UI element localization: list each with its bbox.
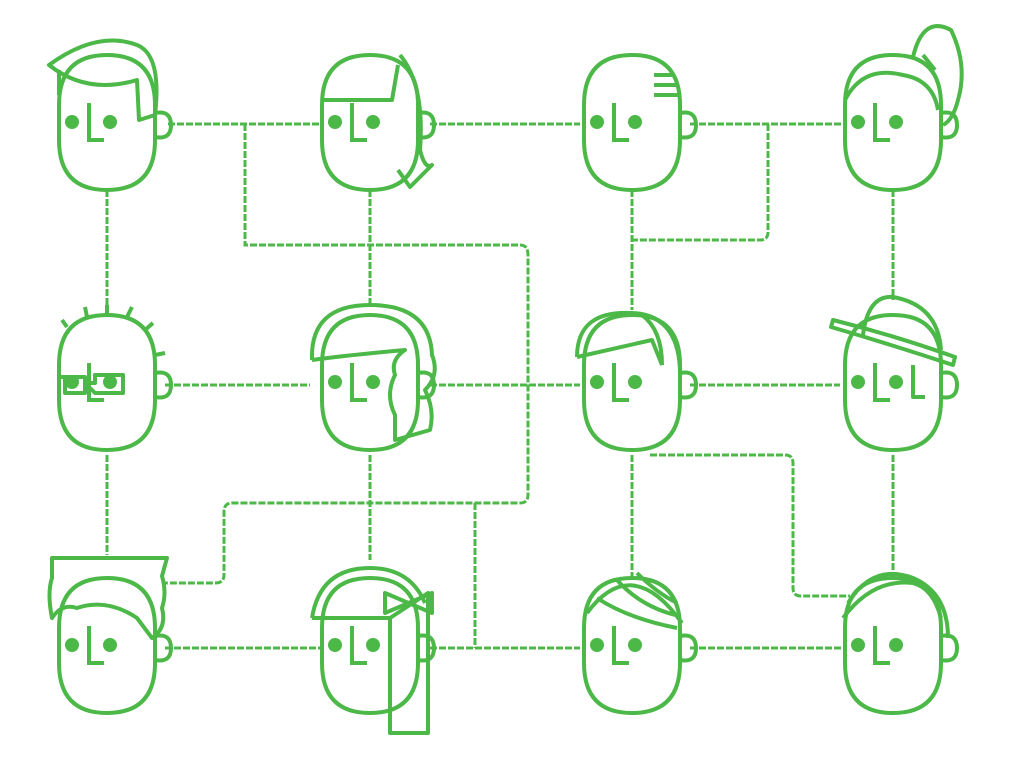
eye-icon bbox=[366, 638, 380, 652]
eye-icon bbox=[366, 375, 380, 389]
nose-icon bbox=[612, 363, 629, 402]
eye-icon bbox=[103, 115, 117, 129]
nose-icon bbox=[87, 626, 104, 665]
connection-lines bbox=[105, 122, 895, 650]
face-side-part bbox=[575, 310, 699, 453]
face-striped-cap bbox=[582, 571, 699, 716]
hair-ponytail bbox=[843, 24, 964, 127]
hair-bowler-hat bbox=[829, 294, 957, 399]
eye-icon bbox=[628, 115, 642, 129]
eye-icon bbox=[889, 115, 903, 129]
ear-icon bbox=[417, 633, 437, 663]
nose-icon bbox=[87, 363, 104, 402]
hair-bald-lines bbox=[654, 73, 678, 97]
hair-bow-ribbon bbox=[310, 566, 434, 735]
eye-icon bbox=[628, 375, 642, 389]
faces-group bbox=[47, 24, 964, 735]
eye-icon bbox=[851, 638, 865, 652]
eye-icon bbox=[851, 375, 865, 389]
ear-icon bbox=[940, 633, 960, 663]
hair-quiff bbox=[47, 38, 159, 122]
eye-icon bbox=[628, 638, 642, 652]
eye-icon bbox=[103, 638, 117, 652]
nose-icon bbox=[612, 626, 629, 665]
eye-icon bbox=[65, 115, 79, 129]
hair-striped-cap bbox=[585, 571, 684, 630]
face-wavy bbox=[309, 303, 437, 453]
nose-icon bbox=[873, 626, 890, 665]
eye-icon bbox=[328, 638, 342, 652]
nose-icon bbox=[350, 363, 367, 402]
nose-icon bbox=[873, 363, 890, 402]
ear-icon bbox=[940, 370, 960, 400]
face-bow-ribbon bbox=[310, 566, 437, 735]
eye-icon bbox=[590, 375, 604, 389]
hair-messy bbox=[47, 556, 169, 640]
face-messy bbox=[47, 556, 174, 716]
nose-icon bbox=[87, 103, 104, 142]
ear-icon bbox=[940, 110, 960, 140]
face-swoop bbox=[841, 571, 960, 716]
face-quiff bbox=[47, 38, 174, 193]
ear-icon bbox=[679, 633, 699, 663]
hair-long-bob bbox=[322, 53, 434, 189]
nose-icon bbox=[350, 103, 367, 142]
eye-icon bbox=[328, 375, 342, 389]
connection-line bbox=[632, 124, 770, 242]
eye-icon bbox=[851, 115, 865, 129]
face-spiky-glasses bbox=[57, 305, 174, 453]
eye-icon bbox=[889, 375, 903, 389]
eye-icon bbox=[590, 115, 604, 129]
eye-icon bbox=[65, 638, 79, 652]
face-ponytail bbox=[843, 24, 964, 193]
ear-icon bbox=[679, 110, 699, 140]
eye-icon bbox=[103, 375, 117, 389]
ear-icon bbox=[679, 370, 699, 400]
connection-line bbox=[650, 453, 850, 598]
ear-icon bbox=[154, 370, 174, 400]
eye-icon bbox=[590, 638, 604, 652]
face-bowler-hat bbox=[829, 294, 960, 453]
eye-icon bbox=[328, 115, 342, 129]
nose-icon bbox=[612, 103, 629, 142]
nose-icon bbox=[350, 626, 367, 665]
eye-icon bbox=[366, 115, 380, 129]
ear-icon bbox=[154, 633, 174, 663]
hair-spiky-glasses bbox=[59, 305, 166, 395]
face-bald-lines bbox=[582, 52, 699, 193]
ear-icon bbox=[417, 110, 437, 140]
hair-swoop bbox=[841, 571, 950, 639]
ear-icon bbox=[154, 110, 174, 140]
eye-icon bbox=[889, 638, 903, 652]
nose-icon bbox=[873, 103, 890, 142]
face-long-bob bbox=[320, 52, 437, 193]
ear-icon bbox=[417, 370, 437, 400]
hair-wavy bbox=[309, 303, 437, 442]
hair-side-part bbox=[575, 310, 683, 381]
connection-line bbox=[165, 124, 530, 585]
